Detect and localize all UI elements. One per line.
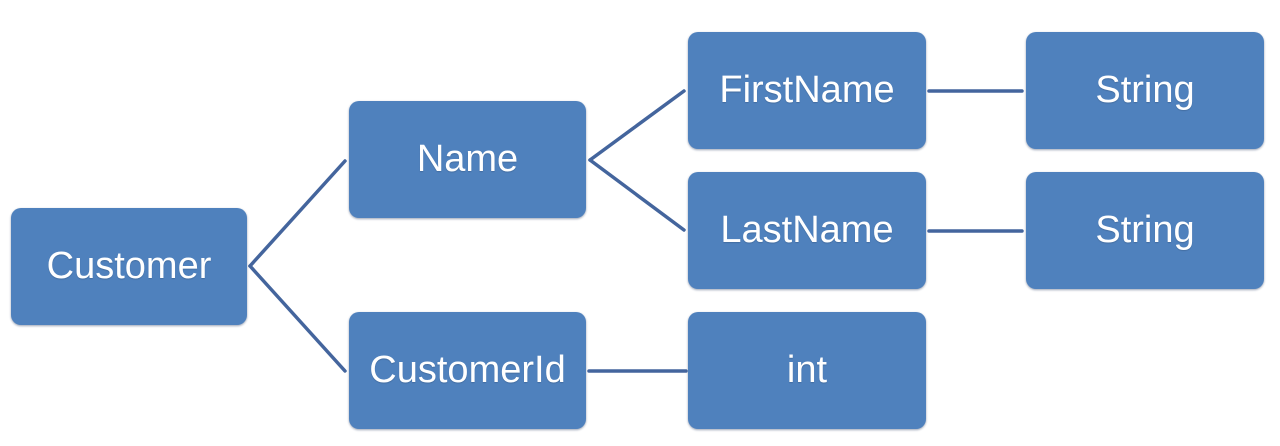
node-int-type-label: int <box>786 349 828 391</box>
node-customer-id-label: CustomerId <box>369 349 566 391</box>
node-int-type: int <box>688 312 926 429</box>
edge-name-firstname <box>588 89 686 162</box>
node-customer-id: CustomerId <box>349 312 586 429</box>
node-customer: Customer <box>11 208 247 325</box>
edge-customer-customerid <box>248 264 347 373</box>
node-first-name-type-label: String <box>1095 69 1195 111</box>
node-name: Name <box>349 101 586 218</box>
edge-customer-name <box>248 159 347 268</box>
node-last-name-type-label: String <box>1095 209 1195 251</box>
node-first-name-type: String <box>1026 32 1264 149</box>
node-name-label: Name <box>416 138 519 180</box>
edge-name-lastname <box>588 158 686 232</box>
node-first-name: FirstName <box>688 32 926 149</box>
node-last-name-type: String <box>1026 172 1264 289</box>
node-last-name: LastName <box>688 172 926 289</box>
node-first-name-label: FirstName <box>719 69 895 111</box>
node-last-name-label: LastName <box>720 209 894 251</box>
node-customer-label: Customer <box>46 245 212 287</box>
